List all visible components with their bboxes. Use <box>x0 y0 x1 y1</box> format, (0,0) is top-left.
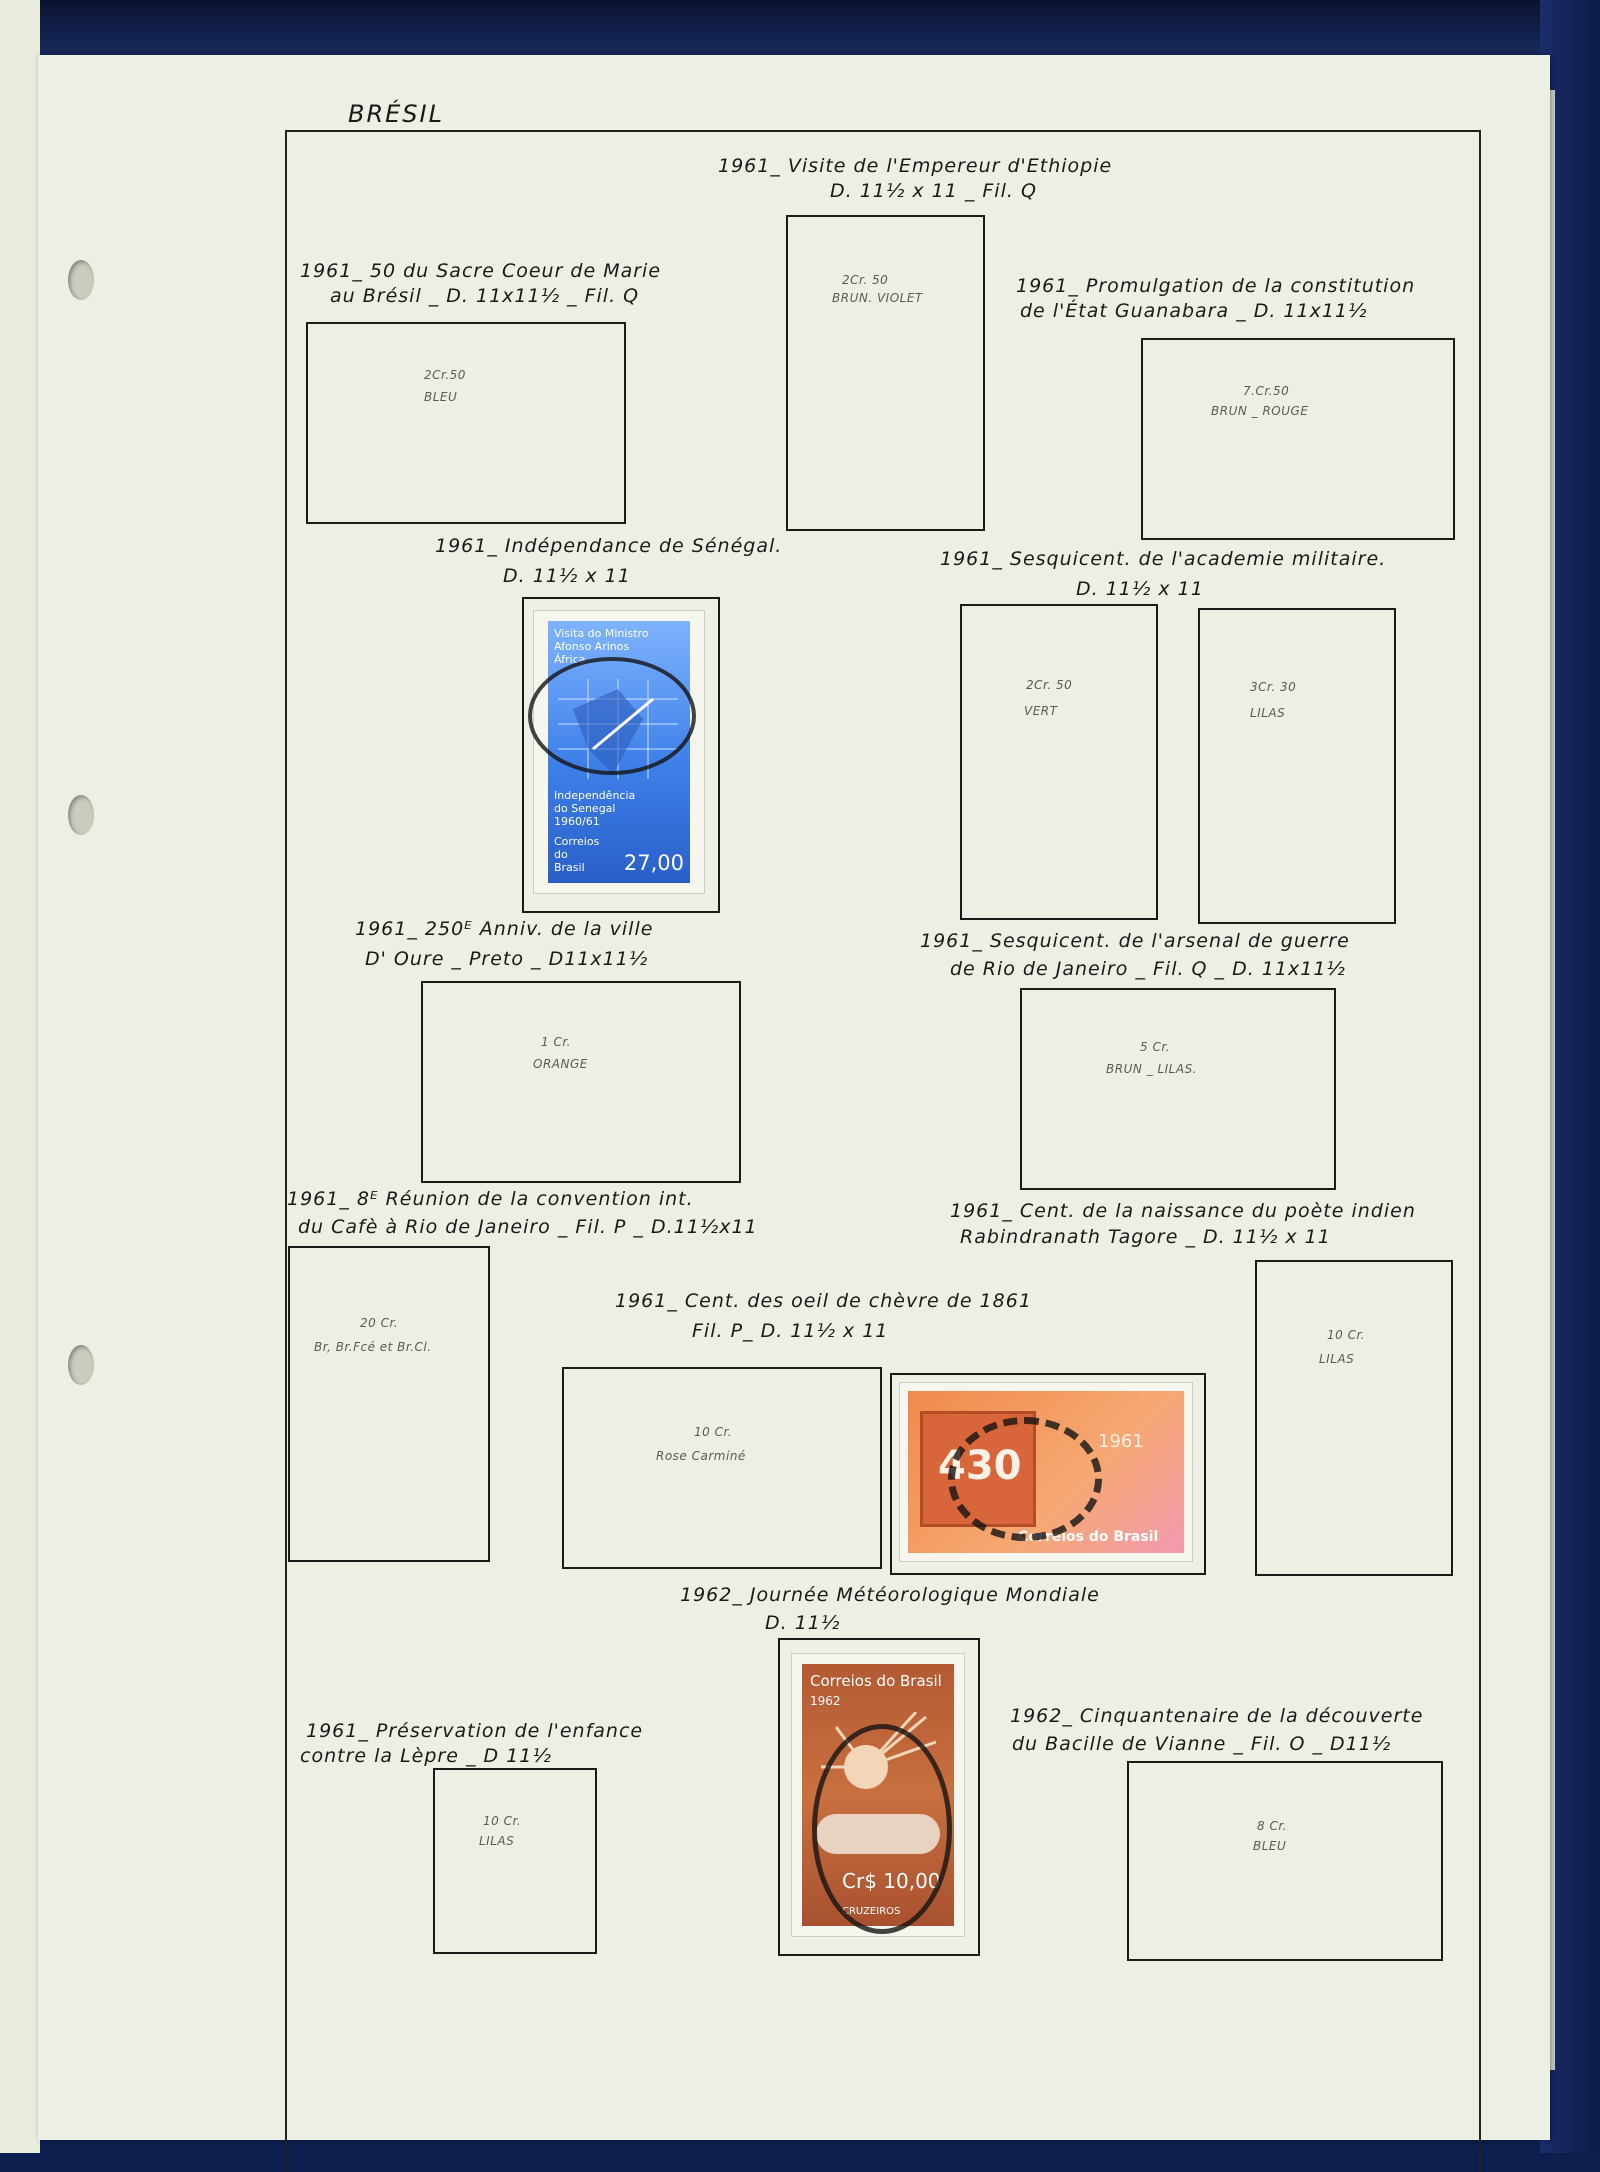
slot-color: BRUN _ LILAS. <box>1106 1062 1198 1076</box>
entry-detail: du Cafè à Rio de Janeiro _ Fil. P _ D.11… <box>298 1216 758 1238</box>
stamp-oeil-de-chevre: 430 1961 Correios do Brasil <box>900 1383 1192 1561</box>
entry-detail: de l'État Guanabara _ D. 11x11½ <box>1020 300 1368 322</box>
slot-value: 10 Cr. <box>694 1425 733 1439</box>
slot-color: Br, Br.Fcé et Br.Cl. <box>314 1340 432 1354</box>
entry-title: 1961_ Préservation de l'enfance <box>306 1720 644 1742</box>
stamp-text: Afonso Arinos <box>554 640 630 653</box>
stamp-mount: Correios do Brasil 1962 Cr$ 10,00 CRUZEI… <box>778 1638 980 1956</box>
stamp-slot: 2Cr.50 BLEU <box>306 322 626 524</box>
entry-detail: Rabindranath Tagore _ D. 11½ x 11 <box>960 1226 1331 1248</box>
stamp-text: do Senegal <box>554 802 616 815</box>
slot-value: 5 Cr. <box>1140 1040 1170 1054</box>
slot-color: BLEU <box>424 390 458 404</box>
binder-background-left <box>0 0 40 2153</box>
slot-value: 1 Cr. <box>541 1035 571 1049</box>
entry-title: 1961_ 50 du Sacre Coeur de Marie <box>300 260 662 282</box>
slot-value: 2Cr.50 <box>424 368 466 382</box>
stamp-slot: 3Cr. 30 LILAS <box>1198 608 1396 924</box>
entry-detail: contre la Lèpre _ D 11½ <box>300 1745 552 1767</box>
stamp-header: Correios do Brasil <box>810 1672 942 1690</box>
slot-value: 10 Cr. <box>1327 1328 1366 1342</box>
entry-title: 1962_ Cinquantenaire de la découverte <box>1010 1705 1424 1727</box>
stamp-slot: 5 Cr. BRUN _ LILAS. <box>1020 988 1336 1190</box>
entry-detail: D. 11½ <box>765 1612 841 1634</box>
entry-detail: de Rio de Janeiro _ Fil. Q _ D. 11x11½ <box>950 958 1346 980</box>
postmark <box>812 1724 952 1934</box>
entry-title: 1961_ 250ᴱ Anniv. de la ville <box>355 918 654 940</box>
slot-value: 2Cr. 50 <box>842 273 889 287</box>
stamp-slot: 10 Cr. LILAS <box>433 1768 597 1954</box>
entry-detail: du Bacille de Vianne _ Fil. O _ D11½ <box>1012 1733 1392 1755</box>
slot-value: 10 Cr. <box>483 1814 522 1828</box>
entry-title: 1961_ Sesquicent. de l'academie militair… <box>940 548 1387 570</box>
entry-title: 1961_ Cent. de la naissance du poète ind… <box>950 1200 1416 1222</box>
stamp-meteo: Correios do Brasil 1962 Cr$ 10,00 CRUZEI… <box>792 1654 964 1936</box>
entry-title: 1961_ Cent. des oeil de chèvre de 1861 <box>615 1290 1032 1312</box>
slot-color: BRUN _ ROUGE <box>1211 404 1309 418</box>
entry-title: 1961_ 8ᴱ Réunion de la convention int. <box>287 1188 694 1210</box>
slot-value: 20 Cr. <box>360 1316 399 1330</box>
stamp-text: do <box>554 848 568 861</box>
entry-detail: D' Oure _ Preto _ D11x11½ <box>365 948 649 970</box>
stamp-slot: 1 Cr. ORANGE <box>421 981 741 1183</box>
stamp-image: 430 1961 Correios do Brasil <box>908 1391 1184 1553</box>
slot-color: BRUN. VIOLET <box>832 291 923 305</box>
entry-detail: au Brésil _ D. 11x11½ _ Fil. Q <box>330 285 640 307</box>
punch-hole <box>68 795 94 835</box>
entry-title: 1961_ Sesquicent. de l'arsenal de guerre <box>920 930 1350 952</box>
page-border-frame <box>285 130 1481 2172</box>
country-heading: BRÉSIL <box>348 100 444 128</box>
stamp-text: Correios <box>554 835 600 848</box>
stamp-slot: 2Cr. 50 BRUN. VIOLET <box>786 215 985 531</box>
stamp-slot: 8 Cr. BLEU <box>1127 1761 1443 1961</box>
stamp-text: Brasil <box>554 861 585 874</box>
slot-value: 7.Cr.50 <box>1243 384 1290 398</box>
slot-color: BLEU <box>1253 1839 1287 1853</box>
stamp-year: 1961 <box>1098 1431 1144 1452</box>
punch-hole <box>68 1345 94 1385</box>
entry-detail: D. 11½ x 11 <box>503 565 631 587</box>
slot-color: ORANGE <box>533 1057 588 1071</box>
entry-title: 1961_ Indépendance de Sénégal. <box>435 535 783 557</box>
stamp-slot: 20 Cr. Br, Br.Fcé et Br.Cl. <box>288 1246 490 1562</box>
stamp-mount: 430 1961 Correios do Brasil <box>890 1373 1206 1575</box>
slot-color: LILAS <box>1319 1352 1355 1366</box>
slot-color: LILAS <box>1250 706 1286 720</box>
stamp-text: Visita do Ministro <box>554 627 649 640</box>
stamp-slot: 7.Cr.50 BRUN _ ROUGE <box>1141 338 1455 540</box>
slot-value: 3Cr. 30 <box>1250 680 1297 694</box>
stamp-slot: 10 Cr. LILAS <box>1255 1260 1453 1576</box>
stamp-year: 1962 <box>810 1694 841 1708</box>
slot-color: Rose Carminé <box>656 1449 746 1463</box>
postmark <box>528 657 696 775</box>
stamp-slot: 2Cr. 50 VERT <box>960 604 1158 920</box>
stamp-slot: 10 Cr. Rose Carminé <box>562 1367 882 1569</box>
stamp-mount: Visita do Ministro Afonso Arinos África … <box>522 597 720 913</box>
stamp-value: 27,00 <box>623 851 684 875</box>
stamp-senegal: Visita do Ministro Afonso Arinos África … <box>528 611 704 893</box>
punch-hole <box>68 260 94 300</box>
slot-value: 2Cr. 50 <box>1026 678 1073 692</box>
entry-detail: D. 11½ x 11 <box>1076 578 1204 600</box>
slot-color: VERT <box>1024 704 1058 718</box>
entry-detail: Fil. P_ D. 11½ x 11 <box>692 1320 889 1342</box>
stamp-image: Correios do Brasil 1962 Cr$ 10,00 CRUZEI… <box>802 1664 954 1934</box>
slot-value: 8 Cr. <box>1257 1819 1287 1833</box>
slot-color: LILAS <box>479 1834 515 1848</box>
entry-detail: D. 11½ x 11 _ Fil. Q <box>830 180 1037 202</box>
stamp-text: 1960/61 <box>554 815 600 828</box>
stamp-image: Visita do Ministro Afonso Arinos África … <box>528 621 696 883</box>
entry-title: 1961_ Promulgation de la constitution <box>1016 275 1416 297</box>
postmark <box>948 1417 1102 1541</box>
entry-title: 1961_ Visite de l'Empereur d'Ethiopie <box>718 155 1113 177</box>
stamp-text: Independência <box>554 789 636 802</box>
entry-title: 1962_ Journée Météorologique Mondiale <box>680 1584 1100 1606</box>
